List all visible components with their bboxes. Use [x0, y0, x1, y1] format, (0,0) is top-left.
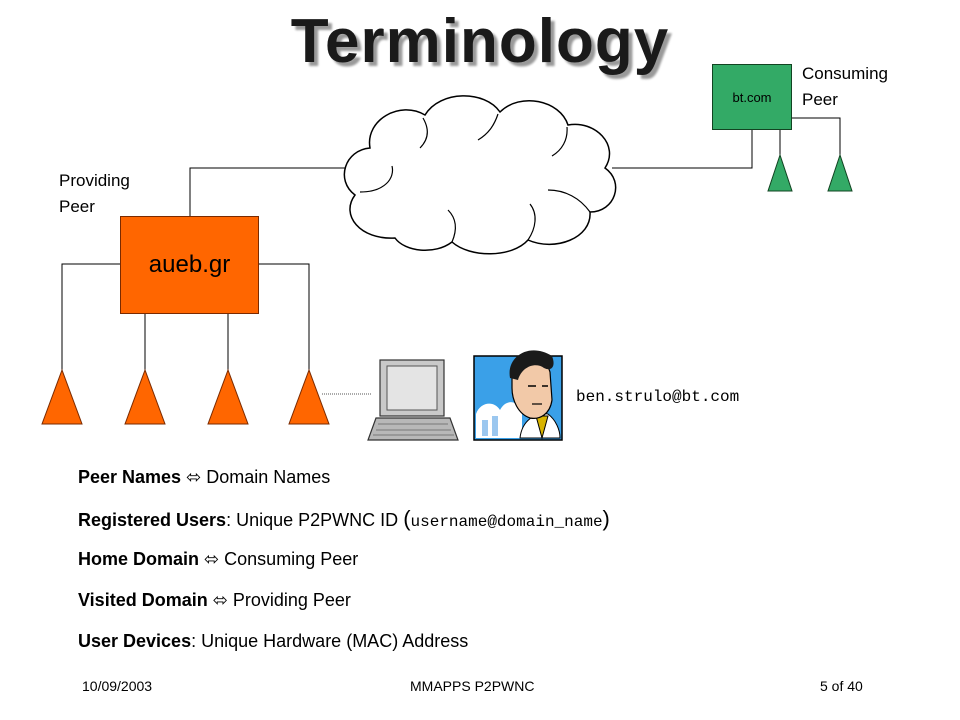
internet-cloud-icon [343, 95, 617, 255]
equivalence-icon: ⬄ [204, 549, 220, 569]
access-point-icon [288, 368, 330, 425]
consuming-domain-label: bt.com [732, 89, 772, 105]
user-email: ben.strulo@bt.com [576, 388, 740, 406]
list-item: Visited Domain ⬄ Providing Peer [78, 590, 351, 610]
link-aueb-cloud [189, 167, 352, 216]
providing-access-points [41, 368, 330, 425]
list-item: Peer Names ⬄ Domain Names [78, 467, 331, 487]
link-cloud-btcom [612, 130, 753, 169]
footer-page-number: 5 of 40 [820, 678, 863, 694]
list-item: Home Domain ⬄ Consuming Peer [78, 549, 359, 569]
list-item: Registered Users: Unique P2PWNC ID (user… [78, 506, 610, 531]
footer-project: MMAPPS P2PWNC [410, 678, 535, 694]
access-point-icon [41, 368, 83, 425]
equivalence-icon: ⬄ [186, 467, 202, 487]
providing-peer-label: Providing Peer [59, 171, 130, 216]
list-item: User Devices: Unique Hardware (MAC) Addr… [78, 631, 469, 651]
providing-access-tree [61, 263, 310, 372]
equivalence-icon: ⬄ [212, 590, 228, 610]
footer-date: 10/09/2003 [82, 678, 153, 694]
providing-domain-label: aueb.gr [148, 251, 231, 278]
access-point-icon [207, 368, 249, 425]
consuming-access-points [767, 153, 853, 192]
laptop-icon [367, 359, 459, 441]
consuming-access-tree [779, 117, 841, 158]
access-point-icon [124, 368, 166, 425]
consuming-domain-node: bt.com [712, 64, 792, 130]
user-portrait-icon [473, 350, 563, 441]
access-point-icon [767, 153, 793, 192]
terminology-list: Peer Names ⬄ Domain Names Registered Use… [78, 461, 798, 666]
access-point-icon [827, 153, 853, 192]
providing-domain-node: aueb.gr [120, 216, 259, 314]
consuming-peer-label: Consuming Peer [802, 64, 888, 109]
slide-title: Terminology [290, 7, 670, 76]
